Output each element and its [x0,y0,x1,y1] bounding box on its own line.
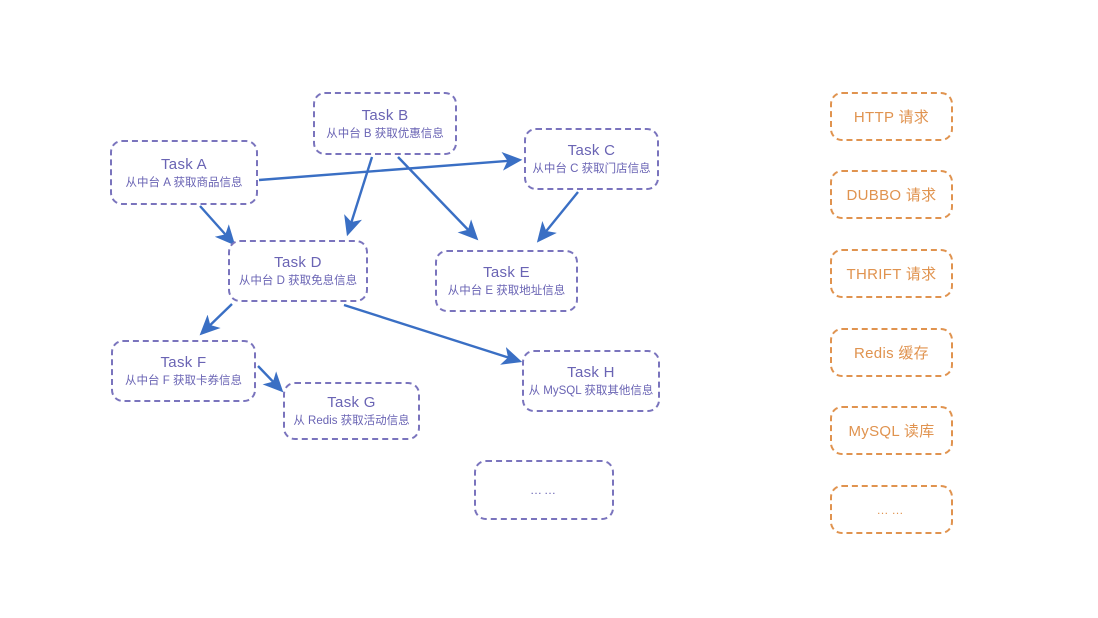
task-node-title: Task F [160,354,207,371]
legend-item-label: DUBBO 请求 [846,187,937,204]
task-node-title: Task H [567,364,615,381]
task-node-title: Task A [161,155,207,173]
task-node-subtitle: 从中台 F 获取卡券信息 [125,375,242,387]
task-node-subtitle: 从中台 B 获取优惠信息 [326,127,444,140]
legend-item-5[interactable]: …… [830,485,953,534]
task-node-title: Task E [483,264,530,281]
task-node-subtitle: …… [530,482,558,497]
task-node-c[interactable]: Task C 从中台 C 获取门店信息 [524,128,659,190]
edge-c-to-e [536,191,579,243]
task-node-ellipsis[interactable]: …… [474,460,614,520]
legend-item-label: …… [876,502,907,517]
legend-item-2[interactable]: THRIFT 请求 [830,249,953,298]
edge-b-to-d [344,156,374,237]
edge-a-to-c [258,151,523,182]
edge-f-to-g [257,365,284,393]
task-node-a[interactable]: Task A 从中台 A 获取商品信息 [110,140,258,205]
task-node-subtitle: 从中台 C 获取门店信息 [532,163,651,175]
task-node-d[interactable]: Task D 从中台 D 获取免息信息 [228,240,368,302]
task-node-f[interactable]: Task F 从中台 F 获取卡券信息 [111,340,256,402]
task-node-title: Task C [567,142,616,159]
edge-d-to-h [343,303,523,365]
task-node-h[interactable]: Task H 从 MySQL 获取其他信息 [522,350,660,412]
task-node-subtitle: 从中台 E 获取地址信息 [447,285,566,297]
task-node-b[interactable]: Task B 从中台 B 获取优惠信息 [313,92,457,155]
task-node-e[interactable]: Task E 从中台 E 获取地址信息 [435,250,578,312]
edge-b-to-e [397,156,479,241]
task-node-subtitle: 从 Redis 获取活动信息 [293,415,410,427]
legend-item-3[interactable]: Redis 缓存 [830,328,953,377]
legend-item-4[interactable]: MySQL 读库 [830,406,953,455]
task-node-title: Task B [361,106,409,124]
task-node-title: Task D [274,254,322,271]
legend-item-0[interactable]: HTTP 请求 [830,92,953,141]
task-node-subtitle: 从中台 A 获取商品信息 [125,176,243,189]
task-node-title: Task G [327,394,376,411]
task-node-g[interactable]: Task G 从 Redis 获取活动信息 [283,382,420,440]
legend-item-label: Redis 缓存 [854,345,929,362]
edge-d-to-f [199,303,233,336]
legend-item-1[interactable]: DUBBO 请求 [830,170,953,219]
legend-item-label: HTTP 请求 [853,109,930,126]
legend-item-label: THRIFT 请求 [846,266,937,283]
task-node-subtitle: 从中台 D 获取免息信息 [238,275,358,287]
legend-item-label: MySQL 读库 [848,423,935,440]
edge-a-to-d [199,205,236,246]
task-node-subtitle: 从 MySQL 获取其他信息 [528,385,654,397]
